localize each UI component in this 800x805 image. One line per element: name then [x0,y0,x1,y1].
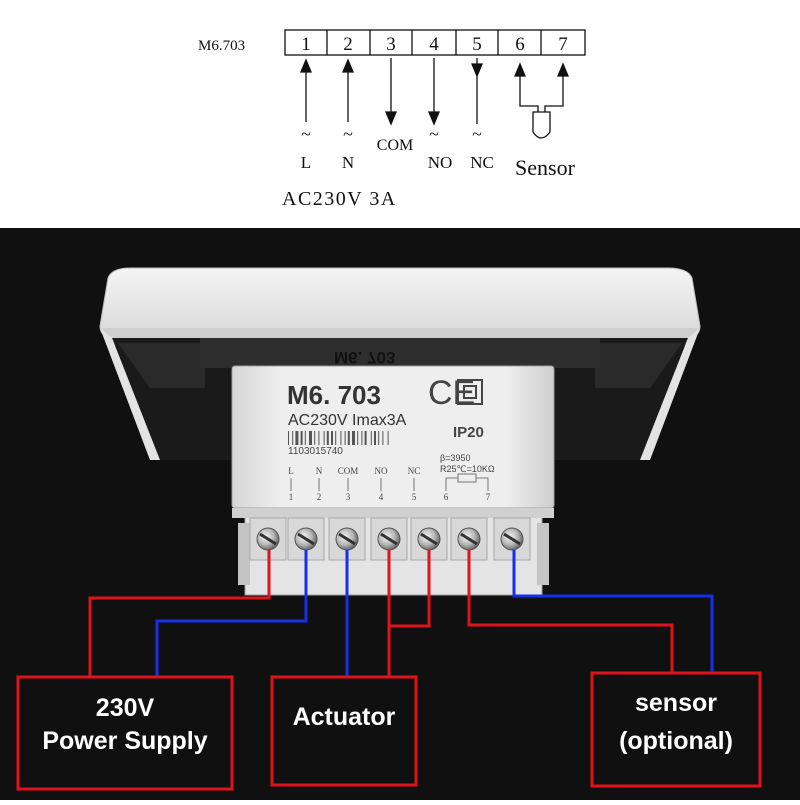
ac-symbols: ~ ~ ~ ~ [301,124,482,144]
wire-live-to-power [88,550,271,678]
wire-nc-to-actuator [389,550,431,628]
svg-text:3: 3 [346,492,351,502]
power-supply-label: 230V Power Supply [18,692,232,758]
terminal-number-7: 7 [558,34,568,55]
double-insulation-icon [457,379,483,405]
sensor-beta: β=3950 [440,453,470,463]
schematic-model: M6.703 [198,38,245,54]
terminal-strip [284,29,586,56]
terminal-number-5: 5 [472,34,482,55]
label-com: COM [377,137,413,154]
svg-text:4: 4 [379,492,384,502]
sensor-optional-text: (optional) [619,727,733,755]
sensor-probe-icon [519,100,564,139]
svg-text:NC: NC [408,466,421,476]
label-n: N [342,153,354,172]
device-model: M6. 703 [287,380,381,410]
label-l: L [301,153,311,172]
barcode-icon [288,431,389,445]
terminal-number-2: 2 [343,34,353,55]
wiring-schematic: M6.703 1 2 3 4 5 6 7 [0,0,800,228]
device-illustration: M6. 703 M6. 703 AC230V Imax3A CE IP20 11… [16,267,762,791]
actuator-label: Actuator [292,703,396,731]
terminal-block [231,365,555,596]
svg-text:~: ~ [343,124,353,144]
terminal-number-3: 3 [386,34,396,55]
schematic-svg: M6.703 1 2 3 4 5 6 7 [198,29,586,210]
label-nc: NC [470,153,494,172]
sensor-label: sensor (optional) [592,684,760,760]
serial-number: 1103015740 [288,446,343,457]
label-sensor: Sensor [515,155,576,180]
terminal-arrows [300,58,569,126]
terminal-number-4: 4 [429,34,439,55]
svg-text:~: ~ [301,124,311,144]
wire-sensor-1 [467,550,674,673]
svg-text:NO: NO [375,466,388,476]
svg-text:COM: COM [338,466,359,476]
label-rating: AC230V 3A [282,188,397,210]
svg-text:1: 1 [289,492,294,502]
terminal-number-6: 6 [515,34,525,55]
svg-text:~: ~ [429,124,439,144]
terminal-number-1: 1 [301,34,311,55]
sensor-resistance: R25℃=10KΩ [440,464,495,474]
power-supply-text: Power Supply [42,727,208,755]
sensor-text: sensor [635,689,717,717]
power-supply-voltage: 230V [95,694,155,722]
back-mark-mirrored: M6. 703 [334,348,395,367]
sensor-box [590,671,762,788]
wire-sensor-2 [512,550,714,673]
svg-text:2: 2 [317,492,322,502]
label-no: NO [428,153,453,172]
svg-text:5: 5 [412,492,417,502]
terminal-legend: L N COM NO NC 1 2 3 4 5 6 7 [288,466,491,502]
svg-text:6: 6 [444,492,449,502]
actuator-box [270,675,418,787]
device-rating: AC230V Imax3A [288,412,407,429]
wiring-photo: M6. 703 M6. 703 AC230V Imax3A CE IP20 11… [0,228,800,800]
svg-text:L: L [288,466,294,476]
power-supply-box [16,675,234,791]
svg-text:N: N [316,466,323,476]
ip-rating: IP20 [453,424,484,441]
svg-text:~: ~ [472,124,482,144]
wire-neutral-to-power [155,550,308,676]
wires [88,550,714,678]
legend-arrows [290,473,489,491]
svg-text:7: 7 [486,492,491,502]
